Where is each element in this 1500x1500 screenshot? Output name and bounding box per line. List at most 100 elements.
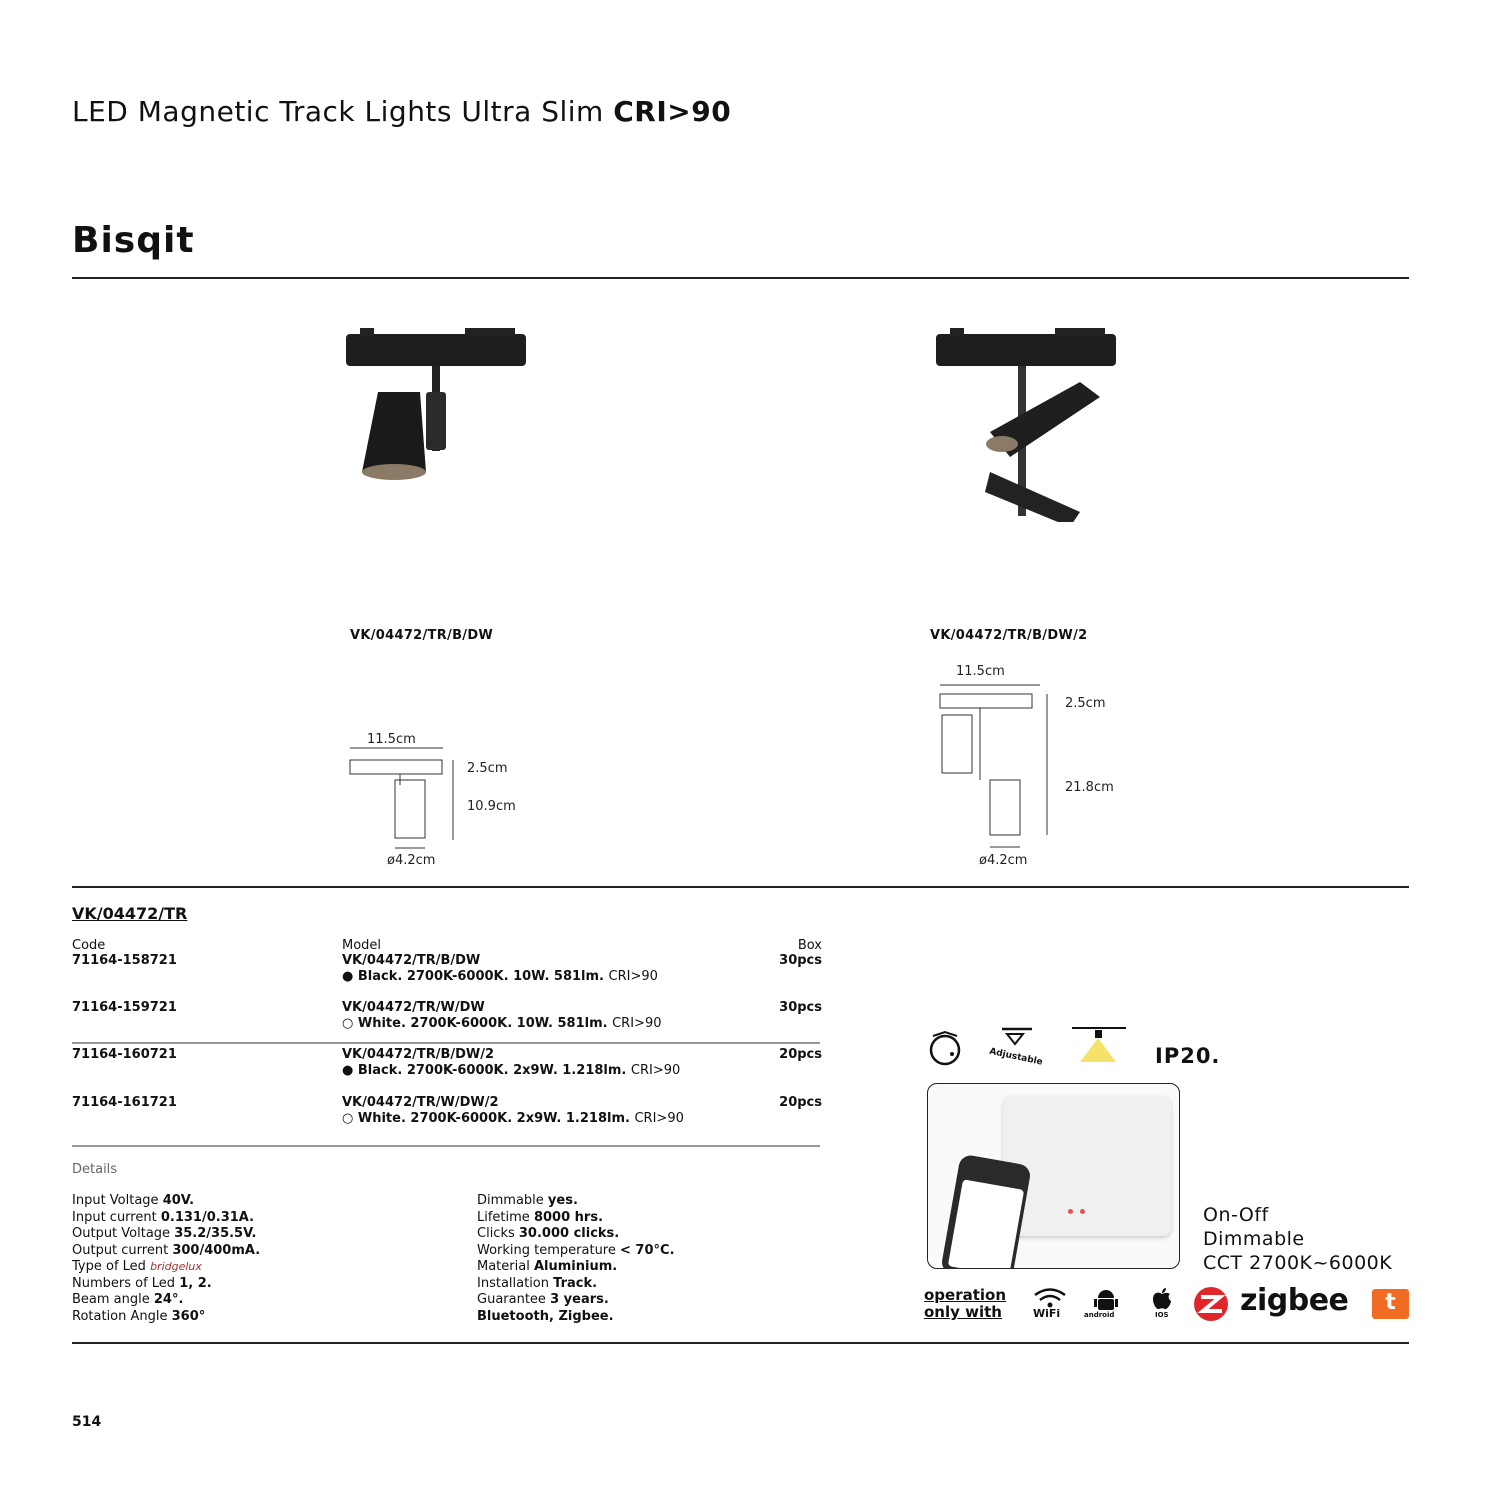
dimension-drawing-double [939, 684, 1048, 848]
detail-item: Output current 300/400mA. [72, 1243, 260, 1260]
row-model: VK/04472/TR/W/DW [342, 1000, 485, 1015]
control-features: On-Off Dimmable CCT 2700K~6000K [1203, 1203, 1392, 1275]
detail-item: Input Voltage 40V. [72, 1193, 260, 1210]
detail-item: Rotation Angle 360° [72, 1309, 260, 1326]
row-spec: ● Black. 2700K-6000K. 2x9W. 1.218lm. CRI… [342, 1063, 680, 1078]
detail-item: Material Aluminium. [477, 1259, 675, 1276]
row-box: 30pcs [779, 953, 822, 968]
details-right: Dimmable yes.Lifetime 8000 hrs.Clicks 30… [477, 1193, 675, 1325]
detail-label: Output current [72, 1242, 169, 1258]
control-feature: CCT 2700K~6000K [1203, 1252, 1393, 1274]
detail-label: Input Voltage [72, 1193, 159, 1208]
divider [72, 277, 1409, 279]
detail-item: Guarantee 3 years. [477, 1292, 675, 1309]
product-name: Bisqit [72, 220, 195, 261]
wifi-icon [1034, 1288, 1066, 1308]
adjustable-label: Adjustable [988, 1047, 1043, 1068]
adjustable-icon: Adjustable [988, 1027, 1043, 1068]
detail-item: Type of Led bridgelux [72, 1259, 260, 1276]
detail-value: 24°. [153, 1292, 184, 1307]
column-header-box: Box [797, 938, 822, 953]
family-code: VK/04472/TR [72, 904, 188, 923]
detail-value: 1, 2. [179, 1275, 212, 1291]
detail-label: Input current [72, 1209, 157, 1225]
detail-label: Beam angle [72, 1292, 150, 1307]
row-box: 30pcs [779, 1000, 822, 1015]
detail-item: Input current 0.131/0.31A. [72, 1210, 260, 1227]
operation-label: operation only with [924, 1287, 1006, 1321]
beam-icon [1072, 1027, 1126, 1062]
spec-text: White. 2700K-6000K. 10W. 581lm. [357, 1016, 608, 1031]
spec-text: Black. 2700K-6000K. 10W. 581lm. [357, 969, 604, 984]
android-label: android [1084, 1311, 1115, 1319]
detail-label: Working temperature [477, 1242, 616, 1258]
row-box: 20pcs [779, 1095, 822, 1110]
row-spec: ● Black. 2700K-6000K. 10W. 581lm. CRI>90 [342, 969, 658, 984]
dimension-height: 21.8cm [1065, 780, 1114, 795]
ios-label: IOS [1155, 1311, 1169, 1319]
header-title-bold: CRI>90 [613, 95, 732, 128]
column-header-code: Code [72, 938, 106, 953]
control-feature: Dimmable [1203, 1228, 1305, 1250]
dimension-diameter: ø4.2cm [979, 853, 1028, 868]
dimension-width: 11.5cm [956, 664, 1005, 679]
row-code: 71164-160721 [72, 1047, 177, 1062]
spec-text: White. 2700K-6000K. 2x9W. 1.218lm. [357, 1111, 630, 1126]
detail-label: Installation [477, 1275, 550, 1291]
detail-item: Lifetime 8000 hrs. [477, 1210, 675, 1227]
detail-value: 0.131/0.31A. [160, 1209, 255, 1225]
detail-label: Rotation Angle [72, 1308, 168, 1324]
cri-text: CRI>90 [612, 1016, 662, 1031]
dimension-height-top: 2.5cm [1065, 696, 1106, 711]
detail-value: 30.000 clicks. [518, 1226, 620, 1241]
color-dot-icon: ● [342, 969, 354, 984]
detail-value: 300/400mA. [172, 1242, 261, 1258]
detail-label: Dimmable [477, 1193, 544, 1208]
detail-label: Type of Led [72, 1259, 146, 1274]
detail-item: Clicks 30.000 clicks. [477, 1226, 675, 1243]
detail-value: 360° [171, 1308, 206, 1324]
dimension-drawing-single [349, 747, 454, 849]
detail-item: Beam angle 24°. [72, 1292, 260, 1309]
ip-rating: IP20. [1155, 1044, 1221, 1068]
details-left: Input Voltage 40V.Input current 0.131/0.… [72, 1193, 260, 1325]
wifi-label: WiFi [1033, 1307, 1061, 1320]
cri-text: CRI>90 [630, 1063, 681, 1078]
details-title: Details [72, 1162, 118, 1177]
row-box: 20pcs [779, 1047, 822, 1062]
row-code: 71164-159721 [72, 1000, 177, 1015]
spec-text: Black. 2700K-6000K. 2x9W. 1.218lm. [357, 1063, 627, 1078]
zigbee-hub-image [927, 1083, 1180, 1269]
row-spec: ○ White. 2700K-6000K. 2x9W. 1.218lm. CRI… [342, 1111, 684, 1126]
row-code: 71164-161721 [72, 1095, 177, 1110]
page-number: 514 [72, 1414, 102, 1430]
dimension-height: 10.9cm [467, 799, 516, 814]
product-image-double [936, 328, 1116, 522]
color-dot-icon: ○ [342, 1016, 354, 1031]
dimension-diameter: ø4.2cm [387, 853, 436, 868]
detail-label: Numbers of Led [72, 1275, 176, 1291]
zigbee-logo-icon [1194, 1287, 1228, 1321]
color-dot-icon: ● [342, 1063, 354, 1078]
detail-value: < 70°C. [620, 1242, 675, 1258]
detail-value: 35.2/35.5V. [174, 1226, 257, 1241]
detail-value: Aluminium. [533, 1259, 618, 1274]
detail-value: 3 years. [550, 1292, 609, 1307]
dimension-height-top: 2.5cm [467, 761, 508, 776]
detail-label: Guarantee [477, 1292, 546, 1307]
detail-item: Dimmable yes. [477, 1193, 675, 1210]
row-model: VK/04472/TR/B/DW [342, 953, 481, 968]
divider [72, 1342, 1409, 1344]
detail-label: Material [477, 1259, 530, 1274]
operation-line: operation [924, 1286, 1007, 1304]
row-model: VK/04472/TR/W/DW/2 [342, 1095, 499, 1110]
detail-item: Output Voltage 35.2/35.5V. [72, 1226, 260, 1243]
zigbee-label: zigbee [1240, 1283, 1349, 1318]
column-header-model: Model [342, 938, 382, 953]
detail-label: Clicks [477, 1226, 515, 1241]
detail-label: Output Voltage [72, 1226, 171, 1241]
row-model: VK/04472/TR/B/DW/2 [342, 1047, 495, 1062]
dimension-width: 11.5cm [367, 732, 416, 747]
product-image-single [346, 328, 526, 480]
